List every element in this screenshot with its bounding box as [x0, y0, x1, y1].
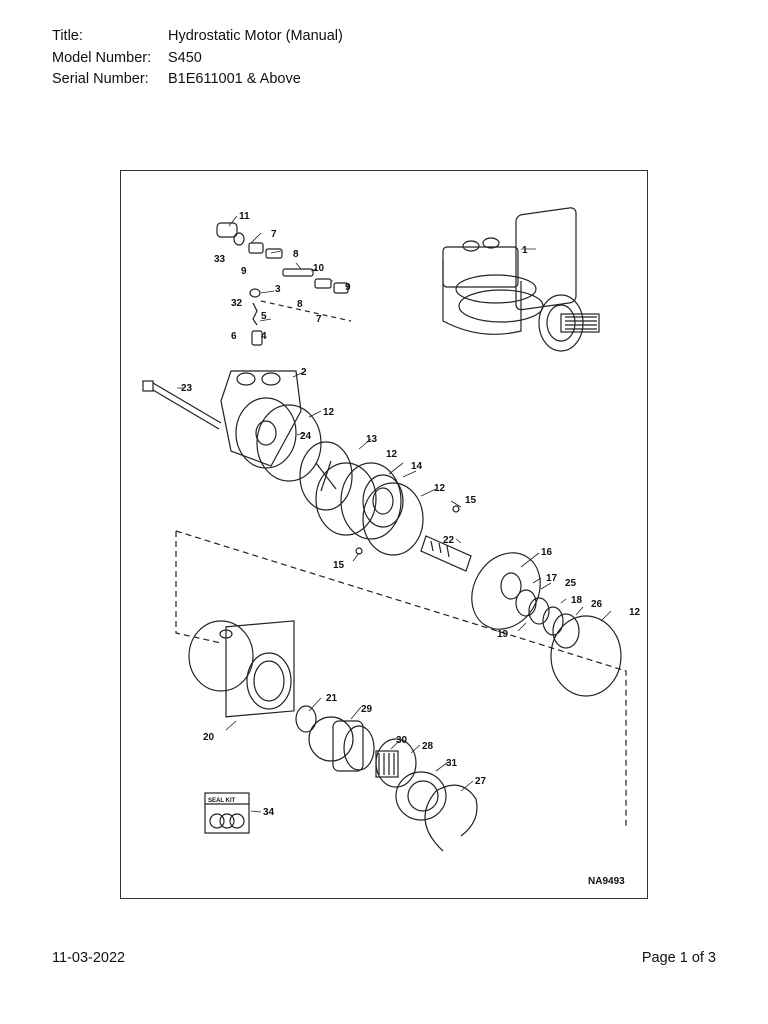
- callout-8b: 8: [297, 299, 303, 310]
- seal-kit-box: [204, 792, 250, 834]
- callout-12c: 12: [434, 483, 446, 494]
- splined-shaft: [375, 750, 399, 778]
- dashed-guide-valve: [260, 300, 352, 322]
- callout-29: 29: [361, 704, 373, 715]
- callout-16: 16: [541, 547, 553, 558]
- callout-4: 4: [261, 331, 267, 342]
- callout-22: 22: [443, 535, 455, 546]
- callout-19: 19: [497, 629, 509, 640]
- ring-28: [375, 738, 417, 788]
- callout-7b: 7: [316, 314, 322, 325]
- callout-17: 17: [546, 573, 558, 584]
- callout-24: 24: [300, 431, 312, 442]
- callout-2: 2: [301, 367, 307, 378]
- callout-10: 10: [313, 263, 325, 274]
- dashed-guide-left: [175, 531, 222, 644]
- flange-plate: [471, 552, 541, 630]
- ring-21: [295, 705, 317, 733]
- callout-15b: 15: [333, 560, 345, 571]
- seal-kit-label: SEAL KIT: [208, 798, 236, 804]
- pin-15a: [452, 505, 460, 513]
- footer-date: 11-03-2022: [52, 950, 126, 966]
- footer-page-number: Page 1 of 3: [641, 950, 716, 966]
- title-value: Hydrostatic Motor (Manual): [168, 28, 343, 44]
- ring-25: [528, 597, 550, 625]
- callout-31: 31: [446, 758, 458, 769]
- drive-shaft: [420, 535, 472, 572]
- seal-carrier: [395, 771, 447, 821]
- model-number-label: Model Number:: [52, 49, 152, 66]
- document-header: Title: Hydrostatic Motor (Manual) Model …: [52, 26, 343, 91]
- valve-components: [216, 222, 349, 346]
- seal-ring-12a: [256, 404, 322, 482]
- callout-9b: 9: [345, 282, 351, 293]
- ring-17: [515, 589, 537, 617]
- callout-13: 13: [366, 434, 378, 445]
- callout-33: 33: [214, 254, 226, 265]
- callout-20: 20: [203, 732, 215, 743]
- callout-26: 26: [591, 599, 603, 610]
- ring-26: [552, 613, 580, 649]
- callout-25: 25: [565, 578, 577, 589]
- gerotor-set: [340, 462, 404, 540]
- bolt: [142, 380, 222, 430]
- callout-5: 5: [261, 311, 267, 322]
- seal-ring-12d: [550, 615, 622, 697]
- callout-7: 7: [271, 229, 277, 240]
- figure-code: NA9493: [588, 876, 625, 887]
- callout-15: 15: [465, 495, 477, 506]
- callout-11: 11: [239, 211, 250, 222]
- serial-number-value: B1E611001 & Above: [168, 71, 301, 87]
- callout-12d: 12: [629, 607, 641, 618]
- callout-1: 1: [522, 245, 528, 256]
- dashed-guide-right: [175, 530, 627, 826]
- callout-32: 32: [231, 298, 243, 309]
- callout-23: 23: [181, 383, 193, 394]
- diagram-drawing: 11 7 33 8 9 10 9 8 7 3 32 5 6 4 1 23 2 1…: [142, 207, 641, 887]
- callout-18: 18: [571, 595, 583, 606]
- title-row: Title: Hydrostatic Motor (Manual): [52, 26, 343, 48]
- model-number-value: S450: [168, 49, 202, 66]
- callout-6: 6: [231, 331, 237, 342]
- pin-15b: [355, 547, 363, 555]
- callout-30: 30: [396, 735, 408, 746]
- callout-12: 12: [323, 407, 335, 418]
- seal-ring-12c: [362, 482, 424, 556]
- serial-number-label: Serial Number:: [52, 71, 149, 87]
- bearing-carrier: [308, 716, 375, 772]
- callout-labels: 11 7 33 8 9 10 9 8 7 3 32 5 6 4 1 23 2 1…: [181, 211, 641, 887]
- exploded-parts-diagram: 11 7 33 8 9 10 9 8 7 3 32 5 6 4 1 23 2 1…: [120, 170, 648, 899]
- model-number-row: Model Number: S450: [52, 48, 343, 70]
- callout-3: 3: [275, 284, 281, 295]
- callout-12b: 12: [386, 449, 398, 460]
- callout-9: 9: [241, 266, 247, 277]
- callout-21: 21: [326, 693, 338, 704]
- callout-34: 34: [263, 807, 275, 818]
- callout-28: 28: [422, 741, 434, 752]
- callout-14: 14: [411, 461, 423, 472]
- callout-27: 27: [475, 776, 487, 787]
- seal-ring-12b: [315, 462, 377, 536]
- assembled-motor: [442, 207, 600, 352]
- callout-8: 8: [293, 249, 299, 260]
- valve-housing: [220, 370, 302, 469]
- motor-housing: [188, 620, 295, 718]
- title-label: Title:: [52, 28, 83, 44]
- snap-ring: [424, 784, 478, 852]
- wear-plate: [299, 441, 353, 511]
- serial-number-row: Serial Number: B1E611001 & Above: [52, 69, 343, 91]
